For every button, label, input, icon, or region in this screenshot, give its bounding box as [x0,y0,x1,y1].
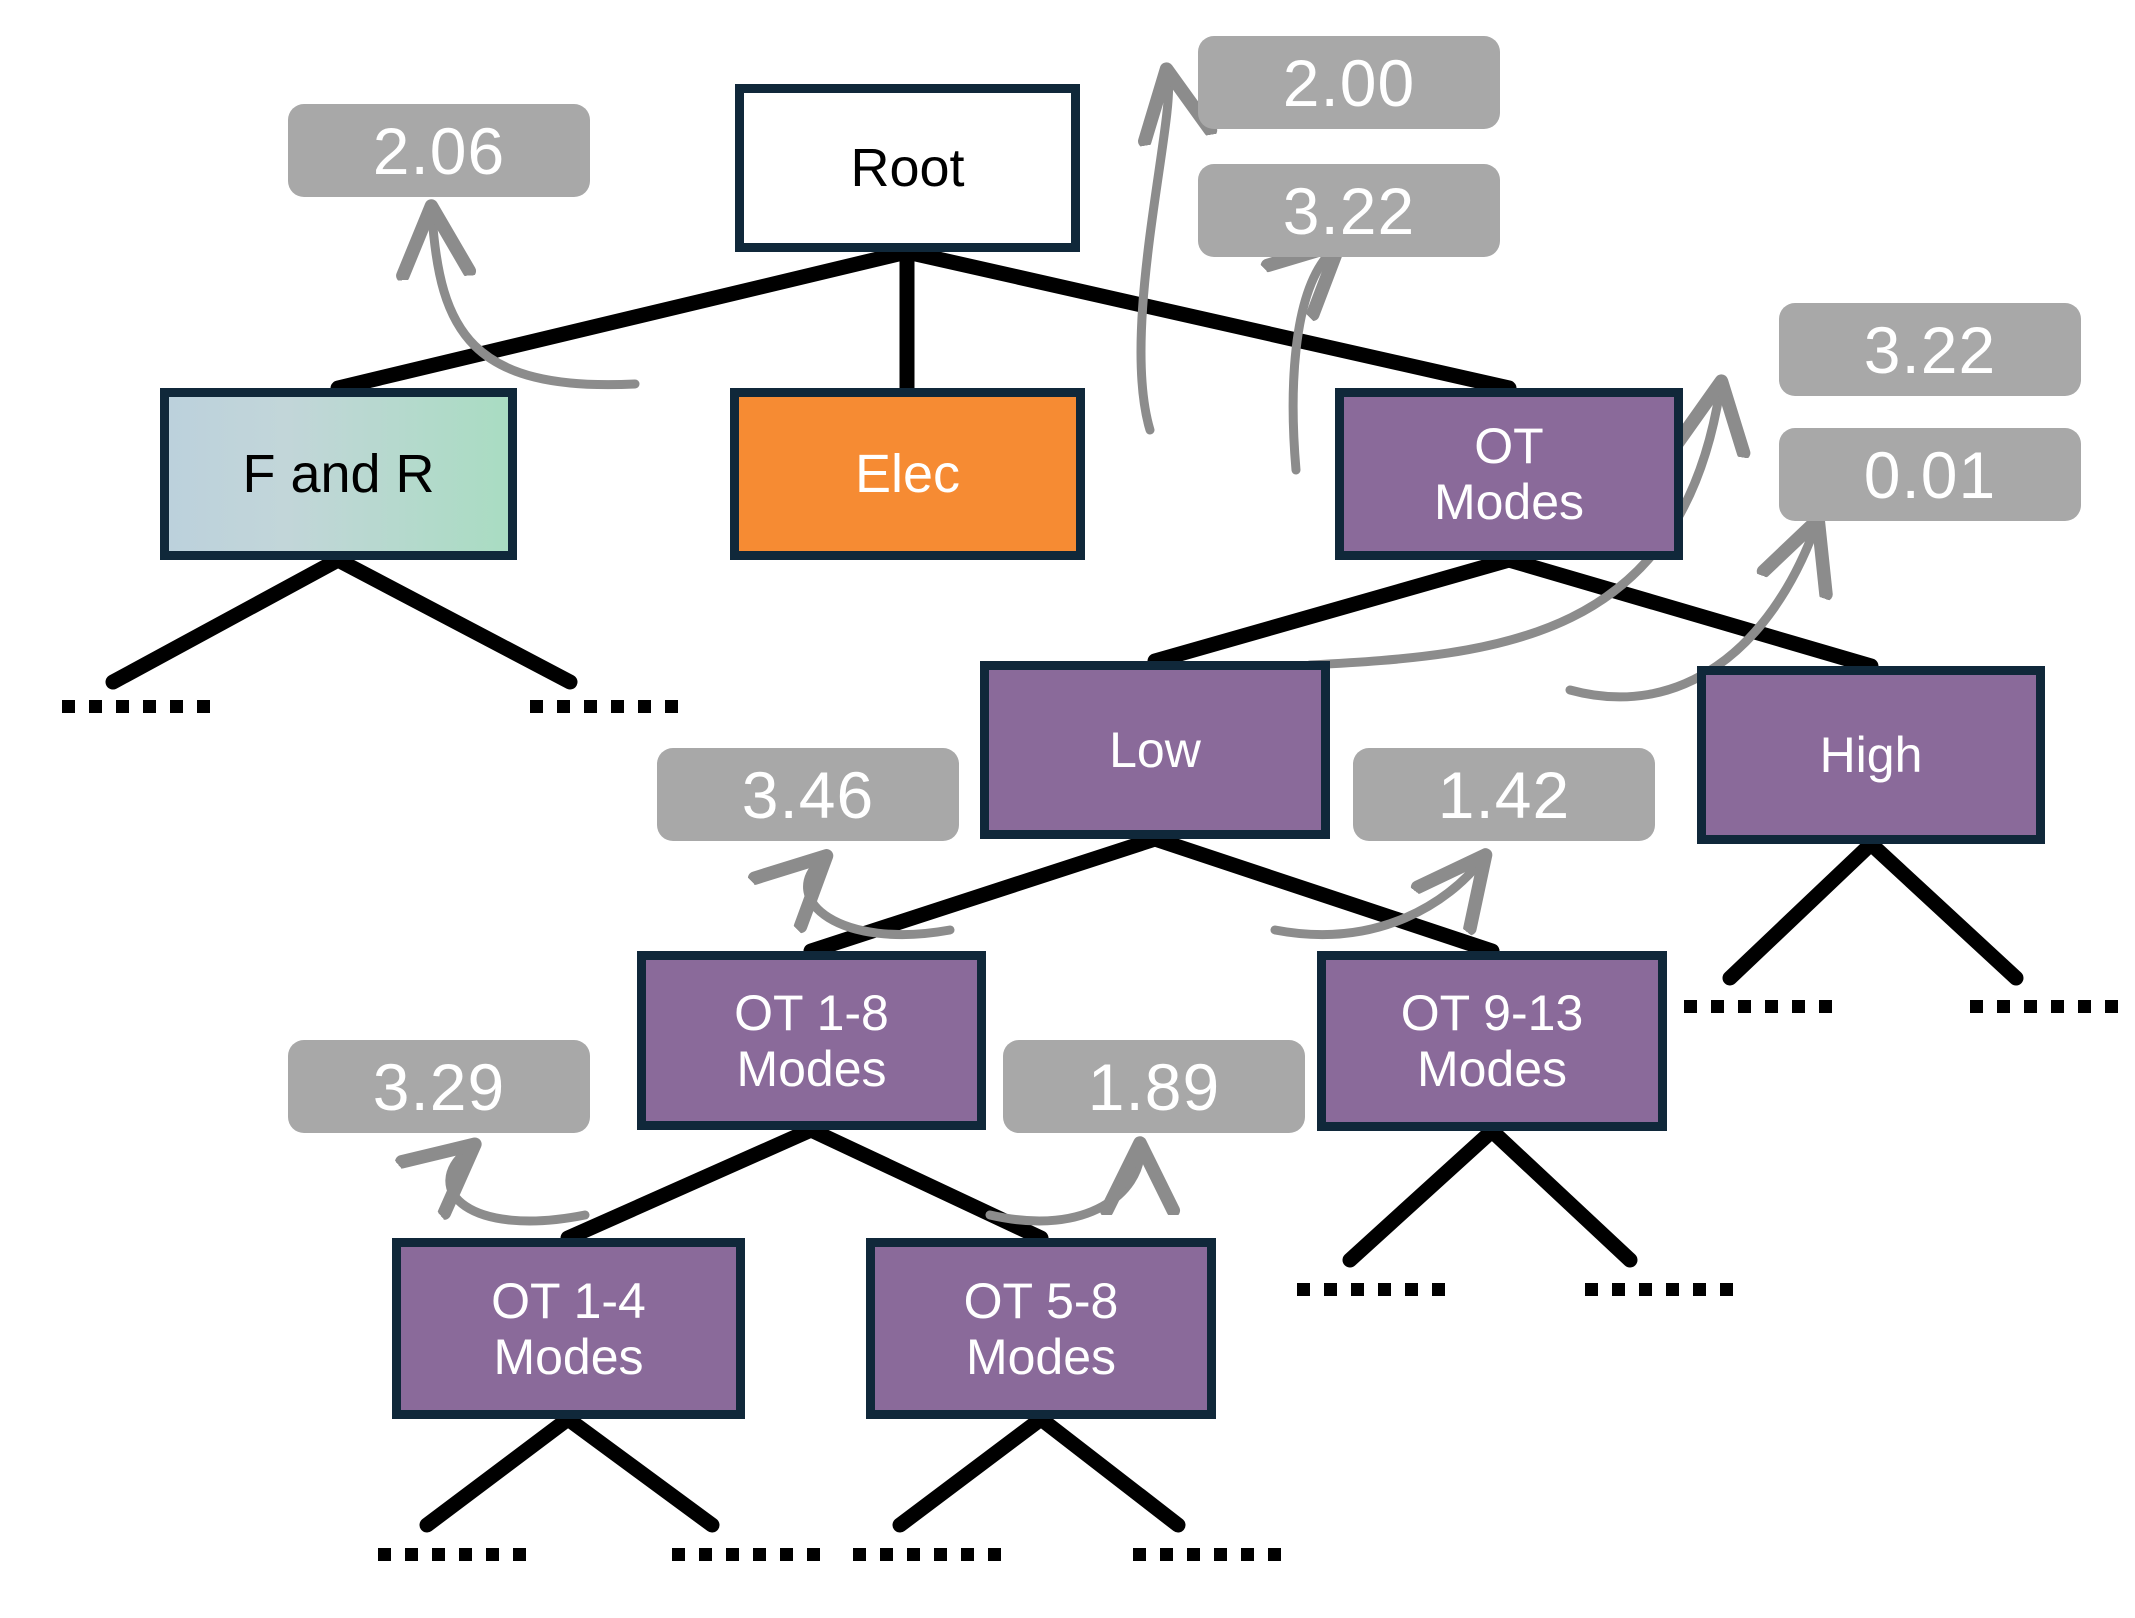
node-ot-modes-label: OT Modes [1433,418,1585,530]
node-ot-1-8-modes-label: OT 1-8 Modes [734,984,889,1097]
value-badge-3-22-low: 3.22 [1779,303,2081,396]
annotation-arrow-1-89 [985,1152,1140,1226]
node-high-label: High [1819,727,1923,783]
annotation-arrow-2-00 [1136,78,1169,435]
value-badge-3-22-elec: 3.22 [1198,164,1500,257]
tree-edge-group [105,244,2024,1533]
annotation-arrow-3-22b [1305,390,1720,670]
node-ot-modes[interactable]: OT Modes [1335,388,1683,560]
node-f-and-r[interactable]: F and R [160,388,517,560]
edge-ot14-right [560,1411,720,1533]
value-badge-2-00: 2.00 [1198,36,1500,129]
ellipsis-ot-9-13-left [1297,1283,1445,1296]
edge-ot58-right [1033,1411,1186,1533]
edge-fandr-left [105,552,346,690]
value-badge-2-06: 2.06 [288,104,590,197]
annotation-arrow-2-06 [432,215,640,390]
ellipsis-high-right [1970,1000,2118,1013]
edge-root-fandr [330,244,915,396]
node-root[interactable]: Root [735,84,1080,252]
edge-otmodes-low [1147,552,1517,669]
ellipsis-f-and-r-left [62,700,210,713]
edge-root-otmodes [899,244,1517,396]
node-elec[interactable]: Elec [730,388,1085,560]
node-ot-9-13-modes-label: OT 9-13 Modes [1400,985,1584,1097]
ellipsis-ot-9-13-right [1585,1283,1733,1296]
node-low[interactable]: Low [980,661,1330,839]
node-ot-5-8-modes[interactable]: OT 5-8 Modes [866,1238,1216,1419]
ellipsis-f-and-r-right [530,700,678,713]
edge-fandr-right [330,552,578,690]
edge-high-right [1863,836,2024,986]
edge-ot913-left [1342,1123,1500,1268]
annotation-arrow-3-46 [808,862,955,939]
edge-ot58-left [892,1411,1049,1533]
node-elec-label: Elec [854,443,961,504]
annotation-arrow-0-01 [1565,528,1815,702]
node-low-label: Low [1109,722,1201,778]
value-badge-3-46: 3.46 [657,748,959,841]
ellipsis-ot-1-4-right [672,1548,820,1561]
node-high[interactable]: High [1697,666,2045,844]
annotation-arrow-3-29 [450,1150,590,1226]
ellipsis-high-left [1684,1000,1832,1013]
edge-ot18-ot14 [560,1122,819,1246]
ellipsis-ot-5-8-left [853,1548,1001,1561]
annotation-arrow-3-22a [1293,250,1333,475]
edge-otmodes-high [1501,552,1879,674]
ellipsis-ot-5-8-right [1133,1548,1281,1561]
edge-high-left [1722,836,1879,986]
value-badge-1-42: 1.42 [1353,748,1655,841]
value-badge-3-29: 3.29 [288,1040,590,1133]
edge-ot14-left [419,1411,576,1533]
annotation-arrow-group [432,78,1815,1226]
node-root-label: Root [850,137,965,198]
node-f-and-r-label: F and R [242,443,435,504]
node-ot-9-13-modes[interactable]: OT 9-13 Modes [1317,951,1667,1131]
node-ot-1-4-modes[interactable]: OT 1-4 Modes [392,1238,745,1419]
value-badge-1-89: 1.89 [1003,1040,1305,1133]
value-badge-0-01: 0.01 [1779,428,2081,521]
ellipsis-ot-1-4-left [378,1548,526,1561]
annotation-arrow-1-42 [1270,862,1480,939]
edge-ot913-right [1484,1123,1638,1268]
node-ot-1-4-modes-label: OT 1-4 Modes [491,1272,646,1385]
node-ot-1-8-modes[interactable]: OT 1-8 Modes [637,951,986,1130]
node-ot-5-8-modes-label: OT 5-8 Modes [963,1272,1119,1385]
